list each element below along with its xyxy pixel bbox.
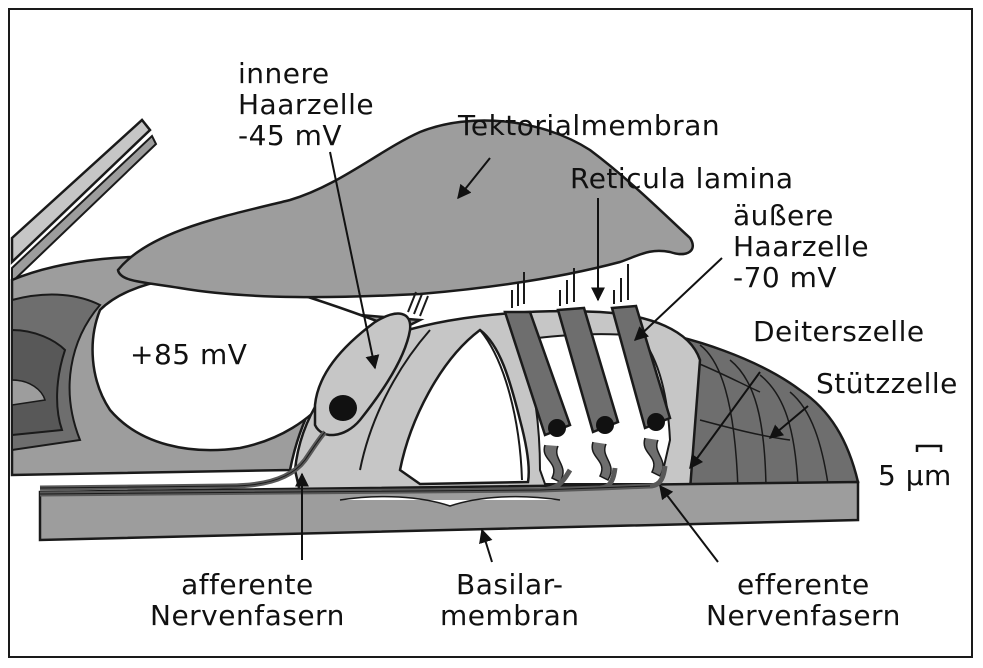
label-endolymph-potential: +85 mV	[130, 339, 247, 370]
label-supporting-cell: Stützzelle	[816, 368, 958, 399]
label-tectorial-membrane: Tektorialmembran	[458, 110, 720, 141]
label-efferent-fibers: efferente Nervenfasern	[706, 569, 901, 631]
arrow-outer-hair-cell	[635, 258, 722, 340]
label-inner-hair-cell: innere Haarzelle -45 mV	[238, 58, 374, 151]
label-scale-bar: 5 µm	[878, 460, 952, 491]
label-outer-hair-cell: äußere Haarzelle -70 mV	[733, 200, 869, 293]
arrow-basilar-membrane	[482, 530, 492, 562]
label-reticular-lamina: Reticula lamina	[570, 163, 794, 194]
label-basilar-membrane: Basilar- membran	[440, 569, 579, 631]
inner-hair-cell-nucleus	[329, 395, 357, 421]
scale-bar	[917, 446, 941, 452]
label-afferent-fibers: afferente Nervenfasern	[150, 569, 345, 631]
tectorial-membrane	[118, 120, 693, 297]
label-deiters-cell: Deiterszelle	[753, 316, 925, 347]
